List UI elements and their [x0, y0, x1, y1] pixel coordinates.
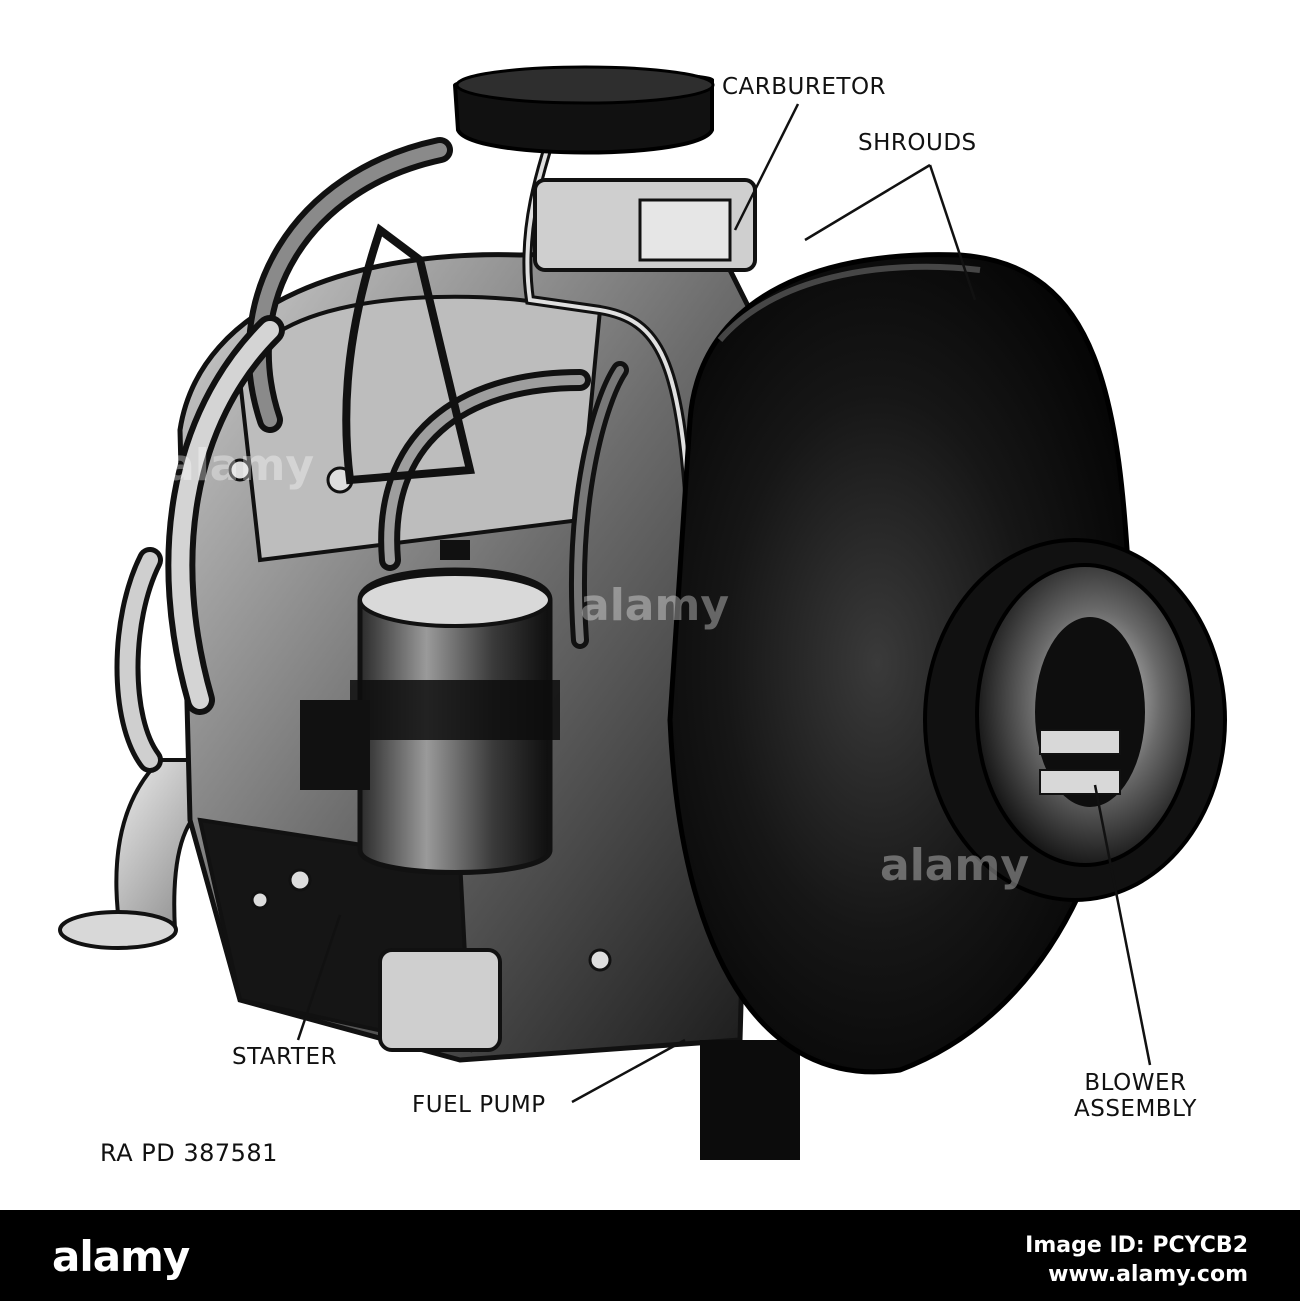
alamy-logo[interactable]: alamy	[52, 1232, 190, 1281]
footer-bar: alamy Image ID: PCYCB2 www.alamy.com	[0, 1210, 1300, 1301]
shrouds-label: SHROUDS	[858, 130, 977, 156]
oil-filter	[300, 540, 560, 875]
blower-assembly	[923, 538, 1227, 902]
hoses	[165, 105, 695, 715]
fuel-pump-label: FUEL PUMP	[412, 1092, 546, 1118]
figure-id: RA PD 387581	[100, 1139, 278, 1167]
engine-illustration: alamy alamy alamy	[58, 65, 1227, 1160]
leader-lines	[296, 103, 1152, 1104]
starter-label: STARTER	[232, 1044, 337, 1070]
watermark-text-3: alamy	[165, 440, 314, 491]
watermark-text-1: alamy	[580, 580, 729, 631]
carburetor-housing	[452, 65, 757, 272]
footer-image-info: Image ID: PCYCB2 www.alamy.com	[1025, 1232, 1248, 1289]
blower-assembly-label-line1: BLOWER	[1084, 1070, 1187, 1096]
blower-assembly-label-line2: ASSEMBLY	[1074, 1096, 1197, 1123]
watermark-text-2: alamy	[880, 840, 1029, 891]
carburetor-label: CARBURETOR	[722, 74, 887, 100]
image-id-text: Image ID: PCYCB2	[1025, 1233, 1248, 1258]
site-url-text[interactable]: www.alamy.com	[1048, 1261, 1248, 1287]
watermark: alamy alamy alamy	[165, 440, 1029, 891]
blower-assembly-label: BLOWER ASSEMBLY	[1074, 1070, 1197, 1123]
